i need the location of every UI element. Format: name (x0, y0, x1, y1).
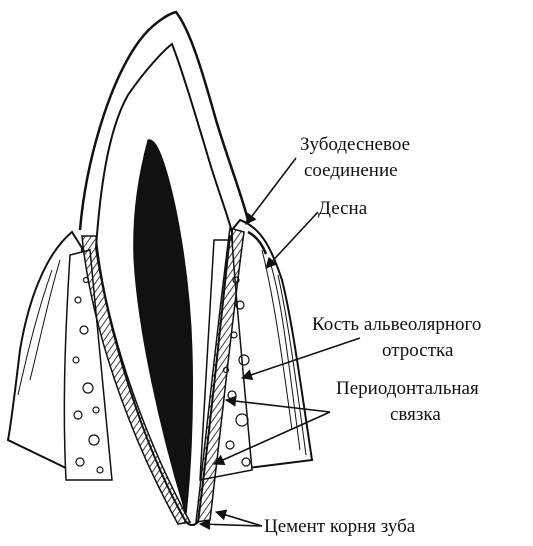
annotation-arrows (198, 157, 361, 530)
tooth-pulp (133, 139, 194, 516)
tooth-root-outline (95, 234, 231, 526)
label-gum: Десна (318, 198, 368, 219)
label-gum-junction-line1: Зубодесневое (300, 134, 410, 155)
label-alveolar-bone-line2: отростка (382, 340, 454, 361)
label-root-cementum: Цемент корня зуба (264, 516, 416, 537)
label-periodontal-line2: связка (390, 404, 441, 425)
label-gum-junction-line2: соединение (304, 160, 398, 181)
gum-left (6, 230, 84, 472)
tooth-dentin-outline (95, 42, 233, 249)
alveolar-bone-left (63, 249, 113, 481)
tooth-crown-outline (78, 10, 250, 231)
label-periodontal-line1: Периодонтальная (336, 378, 479, 399)
label-alveolar-bone-line1: Кость альвеолярного (312, 314, 481, 335)
